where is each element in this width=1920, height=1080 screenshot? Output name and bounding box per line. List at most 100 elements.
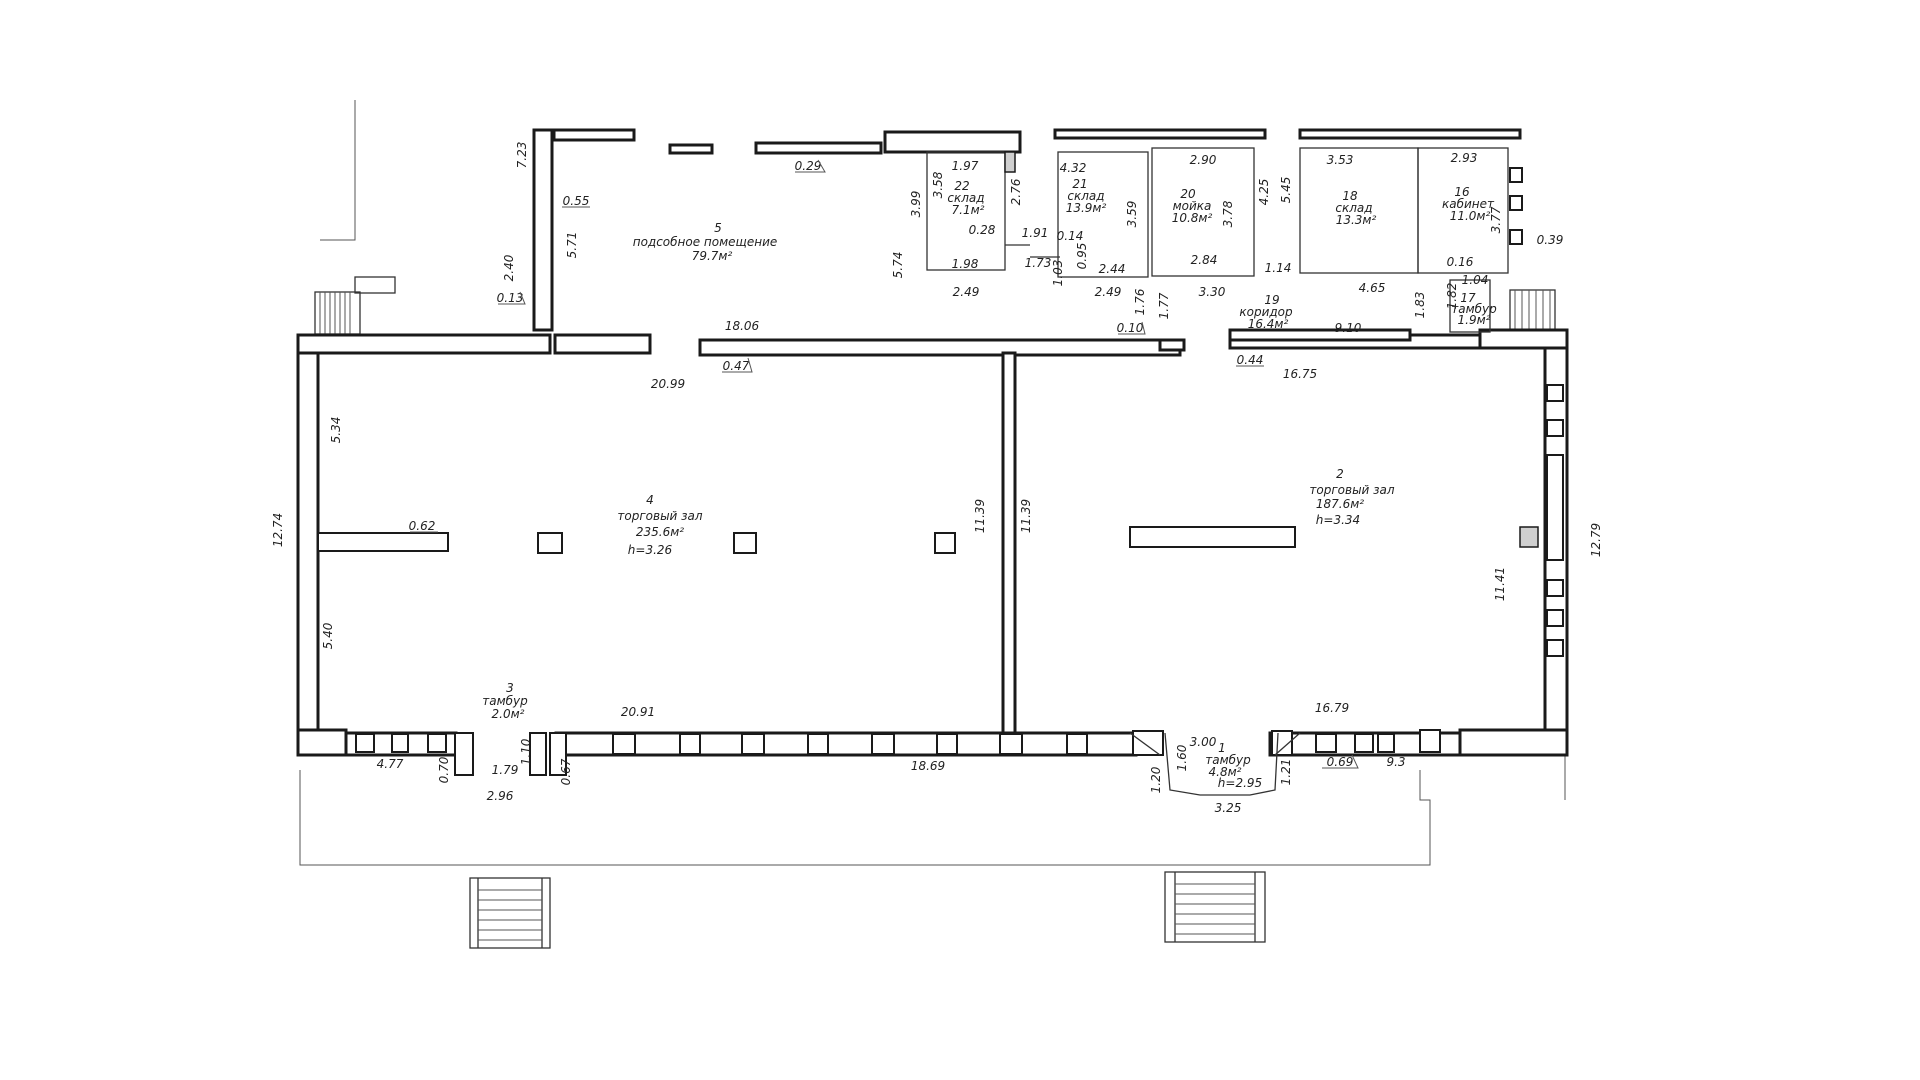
svg-text:4.25: 4.25 [1257,179,1271,206]
svg-text:11.41: 11.41 [1493,567,1507,601]
svg-text:13.3м²: 13.3м² [1336,213,1377,227]
svg-text:11.0м²: 11.0м² [1450,209,1491,223]
svg-text:5.45: 5.45 [1279,177,1293,204]
svg-text:3: 3 [506,681,514,695]
svg-text:0.16: 0.16 [1447,255,1474,269]
svg-text:16.4м²: 16.4м² [1248,317,1289,331]
svg-text:13.9м²: 13.9м² [1066,201,1107,215]
svg-text:h=2.95: h=2.95 [1218,776,1262,790]
bottom-columns [355,729,1441,776]
svg-text:0.29: 0.29 [795,159,822,173]
svg-text:5.71: 5.71 [565,232,579,259]
dimension-labels: 7.23 0.29 0.55 2.40 5.71 0.13 1.97 3.58 … [271,142,1603,815]
svg-text:2.0м²: 2.0м² [492,707,525,721]
stairs-bottom-right [1164,871,1266,943]
svg-text:склад: склад [947,191,984,205]
svg-text:20: 20 [1180,187,1196,201]
svg-text:0.39: 0.39 [1537,233,1564,247]
svg-text:коридор: коридор [1239,305,1293,319]
svg-text:16.75: 16.75 [1283,367,1317,381]
stairs-right [1509,289,1556,331]
annex-rooms [926,147,1523,352]
svg-text:10.8м²: 10.8м² [1172,211,1213,225]
svg-text:19: 19 [1264,293,1279,307]
svg-text:235.6м²: 235.6м² [636,525,684,539]
interior-elements [317,526,1296,554]
svg-text:5: 5 [714,221,722,235]
outer-walls [296,128,1569,757]
room-2-label: 2 торговый зал 187.6м² h=3.34 [1309,467,1394,527]
svg-text:2.76: 2.76 [1009,178,1023,205]
room-21-label: 21 склад 13.9м² [1066,177,1107,215]
svg-text:3.00: 3.00 [1190,735,1217,749]
room-17-label: 17 тамбур 1.9м² [1451,291,1497,327]
svg-text:1.82: 1.82 [1445,283,1459,310]
svg-text:1.97: 1.97 [952,159,979,173]
svg-text:3.58: 3.58 [931,171,945,198]
svg-text:1.20: 1.20 [1149,766,1163,793]
svg-text:11.39: 11.39 [1019,499,1033,533]
svg-text:h=3.26: h=3.26 [628,543,673,557]
svg-text:18.06: 18.06 [725,319,760,333]
svg-text:1.83: 1.83 [1413,292,1427,319]
svg-text:3.53: 3.53 [1327,153,1354,167]
stairs-bottom-left [469,877,551,949]
svg-text:1.14: 1.14 [1265,261,1292,275]
svg-text:2.90: 2.90 [1190,153,1217,167]
svg-text:7.23: 7.23 [515,142,529,169]
svg-text:0.28: 0.28 [969,223,996,237]
svg-text:3.78: 3.78 [1221,200,1235,227]
svg-text:5.34: 5.34 [329,417,343,444]
svg-text:12.79: 12.79 [1589,523,1603,557]
svg-text:1.73: 1.73 [1025,256,1052,270]
svg-text:склад: склад [1067,189,1104,203]
room-16-label: 16 кабинет 11.0м² [1442,185,1495,223]
svg-text:1.91: 1.91 [1022,226,1049,240]
svg-text:11.39: 11.39 [973,499,987,533]
svg-text:9.10: 9.10 [1335,321,1362,335]
room-4-label: 4 торговый зал 235.6м² h=3.26 [617,493,702,557]
svg-text:20.91: 20.91 [621,705,655,719]
room-1-label: 1 тамбур 4.8м² h=2.95 [1205,741,1262,790]
svg-text:0.70: 0.70 [437,756,451,783]
svg-text:0.67: 0.67 [559,758,573,785]
room-19-label: 19 коридор 16.4м² [1239,293,1293,331]
svg-text:торговый зал: торговый зал [1309,483,1394,497]
svg-text:тамбур: тамбур [482,694,528,708]
svg-text:1.04: 1.04 [1462,273,1489,287]
svg-text:0.69: 0.69 [1327,755,1354,769]
stairs-top-left [314,276,396,335]
svg-text:16.79: 16.79 [1315,701,1349,715]
svg-text:2.49: 2.49 [1095,285,1122,299]
svg-text:2.44: 2.44 [1099,262,1126,276]
svg-text:3.25: 3.25 [1215,801,1242,815]
svg-text:4.65: 4.65 [1359,281,1386,295]
svg-text:1: 1 [1218,741,1226,755]
vestibule-1-outline [1129,732,1301,796]
svg-text:5.40: 5.40 [321,622,335,649]
svg-text:2.84: 2.84 [1191,253,1218,267]
svg-text:4.77: 4.77 [377,757,404,771]
svg-text:9.3: 9.3 [1386,755,1405,769]
svg-text:2.40: 2.40 [502,254,516,281]
svg-text:4.32: 4.32 [1060,161,1087,175]
svg-text:1.10: 1.10 [519,738,533,765]
svg-text:0.47: 0.47 [723,359,750,373]
svg-text:22: 22 [954,179,969,193]
room-5-label: 5 подсобное помещение 79.7м² [633,221,778,263]
svg-text:17: 17 [1460,291,1476,305]
leader-lines [410,159,1359,769]
svg-text:5.74: 5.74 [891,252,905,279]
svg-text:1.77: 1.77 [1157,292,1171,319]
svg-text:подсобное помещение: подсобное помещение [633,235,778,249]
svg-text:1.60: 1.60 [1175,744,1189,771]
svg-text:склад: склад [1335,201,1372,215]
svg-text:1.03: 1.03 [1051,260,1065,287]
svg-text:1.79: 1.79 [492,763,519,777]
svg-text:1.21: 1.21 [1279,759,1293,786]
svg-text:3.99: 3.99 [909,191,923,218]
right-columns [1519,384,1564,657]
svg-text:3.59: 3.59 [1125,201,1139,228]
svg-text:20.99: 20.99 [651,377,685,391]
